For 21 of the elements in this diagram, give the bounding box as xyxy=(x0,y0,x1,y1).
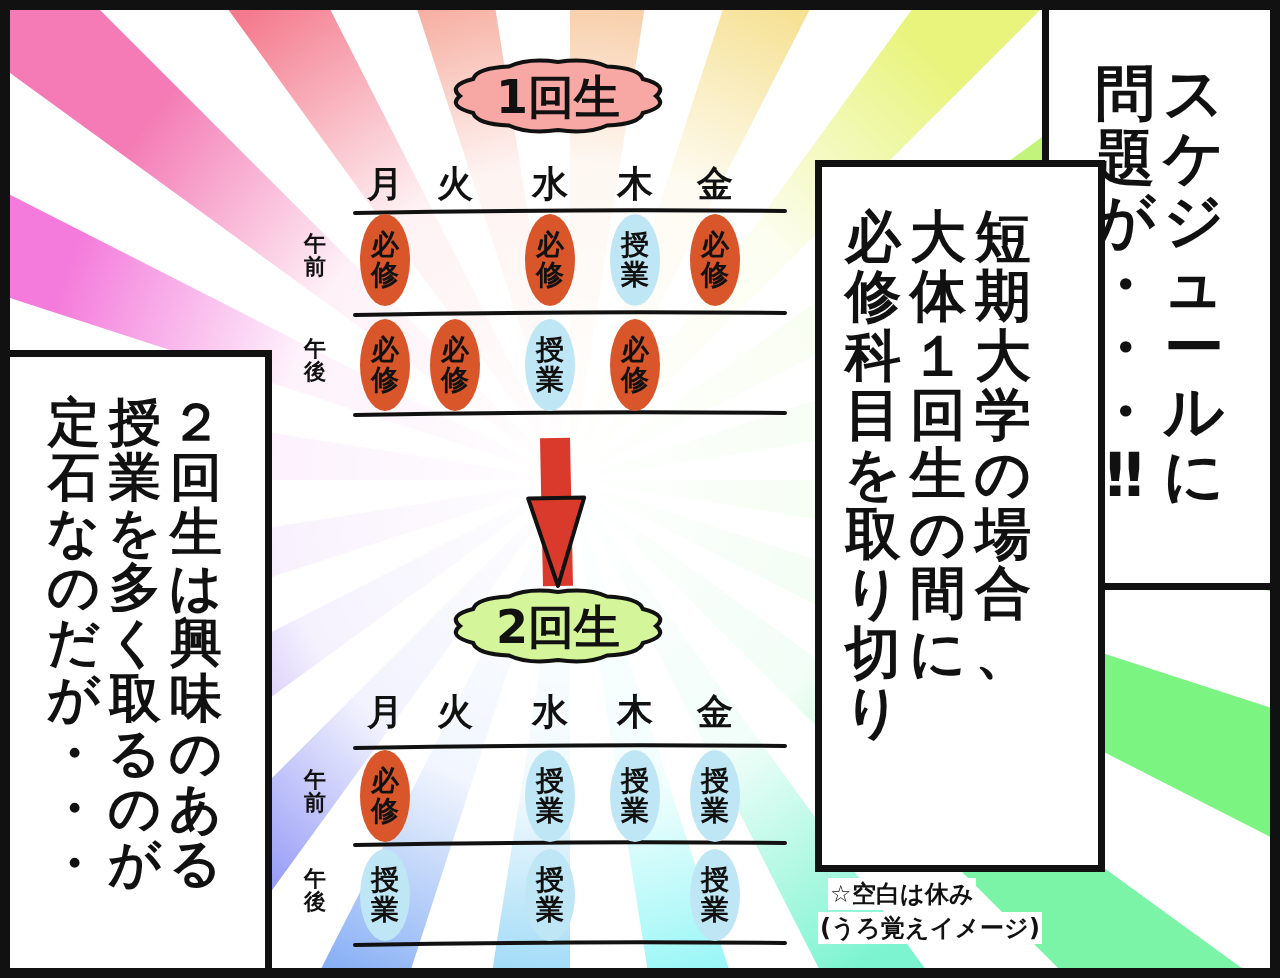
day-header: 水 xyxy=(530,690,569,734)
narration-text: ２回生は興味のある授業を多く取るのが定石なのだが・・・ xyxy=(47,395,223,891)
day-header: 水 xyxy=(530,162,569,206)
period-label: 午後 xyxy=(304,337,327,384)
heading-text: 2回生 xyxy=(495,599,621,656)
period-label: 午後 xyxy=(304,867,327,914)
day-header: 火 xyxy=(436,690,474,734)
period-label: 午前 xyxy=(304,768,327,815)
day-header: 月 xyxy=(366,162,404,206)
narration-text: 短期大学の場合、大体１回生の間に必修科目を取り切り xyxy=(844,207,1032,742)
day-header: 木 xyxy=(615,690,654,734)
day-header: 金 xyxy=(695,162,734,206)
note-text: (うろ覚えイメージ) xyxy=(818,912,1042,944)
day-header: 火 xyxy=(436,162,474,206)
note-text: ☆空白は休み xyxy=(828,878,976,910)
period-label: 午前 xyxy=(304,232,327,279)
day-header: 月 xyxy=(366,690,404,734)
day-header: 金 xyxy=(695,690,734,734)
day-header: 木 xyxy=(615,162,654,206)
heading-text: 1回生 xyxy=(495,69,621,126)
arrow xyxy=(526,437,587,588)
